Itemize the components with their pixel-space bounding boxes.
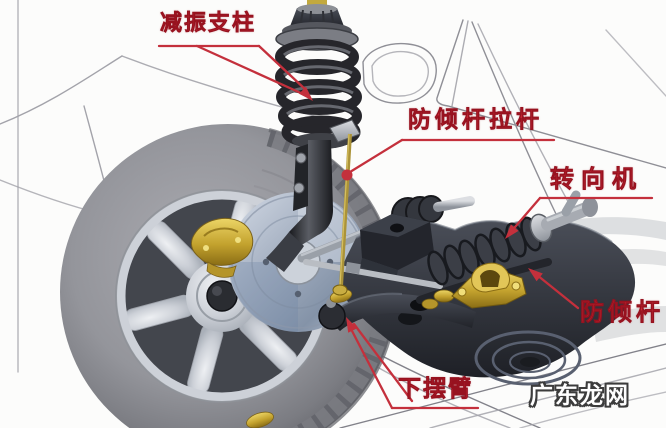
stabilizer-bar-clamp: [421, 262, 527, 310]
strut-assembly: [266, 0, 362, 272]
subframe-dish: [474, 330, 582, 386]
stabilizer-bar-arrow: [528, 268, 543, 282]
callout-leader-lines: [157, 44, 654, 410]
callout-stabilizer-link: 防倾杆拉杆: [408, 107, 543, 133]
pinion-housing: [541, 202, 593, 231]
lower-control-arm: [246, 289, 476, 428]
damper-body: [289, 140, 333, 246]
stabilizer-link: [329, 119, 361, 296]
callout-steering-gear: 转向机: [550, 165, 643, 193]
tie-rod: [303, 259, 443, 289]
lower-control-arm-arrow: [346, 317, 358, 333]
watermark: 广东龙网: [530, 383, 630, 409]
steering-knuckle: [266, 232, 304, 272]
callout-lower-control-arm: 下摆臂: [398, 376, 473, 402]
steering-rack: [303, 190, 598, 289]
strut-arrow: [299, 86, 313, 101]
steering-gear-arrow: [505, 224, 519, 239]
brake-caliper: [191, 217, 254, 278]
callout-strut: 减振支柱: [160, 11, 257, 36]
stabilizer-link-dot: [341, 169, 353, 181]
callout-stabilizer-bar: 防倾杆: [580, 298, 664, 326]
